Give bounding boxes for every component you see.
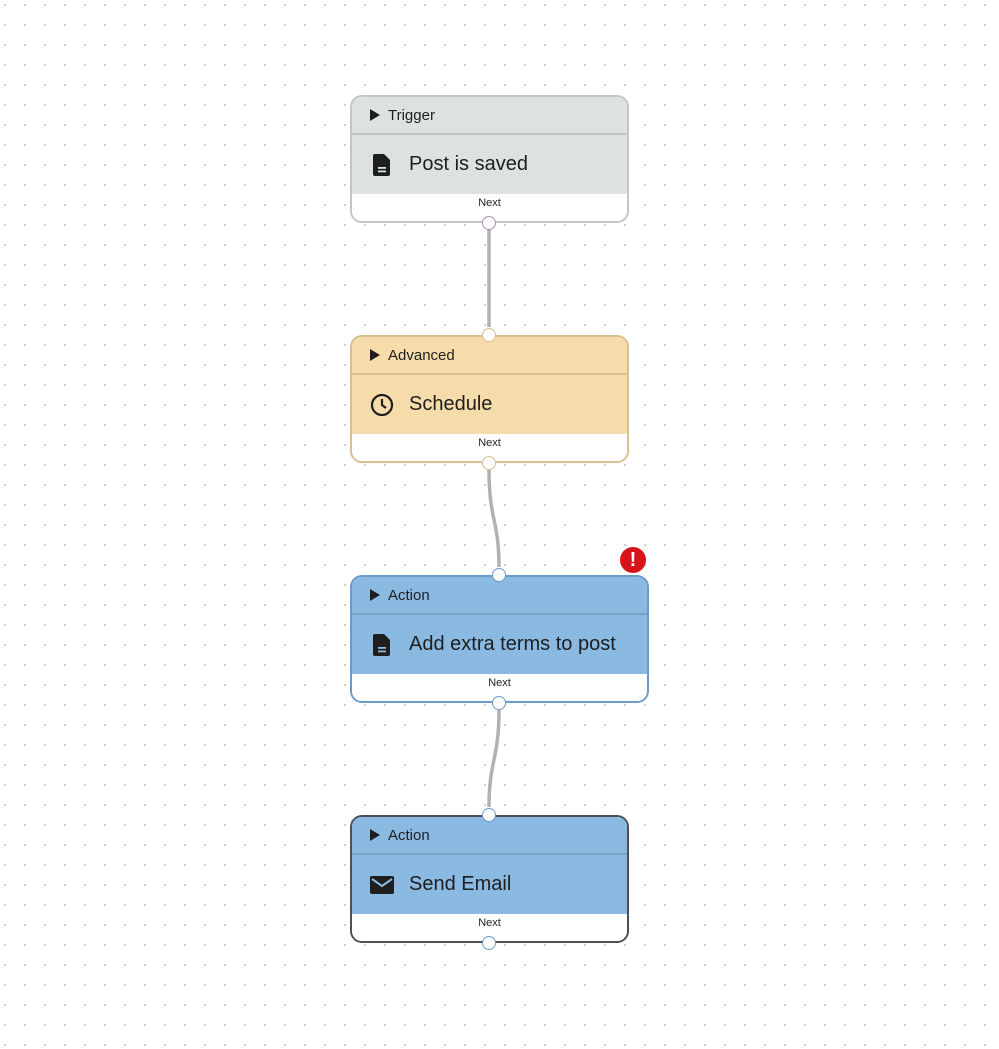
node-title: Add extra terms to post	[409, 633, 616, 655]
expand-triangle-icon[interactable]	[370, 109, 380, 121]
link-schedule-to-action[interactable]	[487, 469, 501, 568]
node-header[interactable]: Action	[352, 817, 627, 855]
document-icon	[370, 153, 394, 177]
expand-triangle-icon[interactable]	[370, 589, 380, 601]
expand-triangle-icon[interactable]	[370, 829, 380, 841]
input-port[interactable]	[492, 568, 506, 582]
node-schedule[interactable]: Advanced Schedule Next	[350, 328, 629, 470]
node-title: Send Email	[409, 873, 512, 895]
node-send-email[interactable]: Action Send Email Next	[350, 808, 629, 950]
output-port[interactable]	[492, 696, 506, 710]
node-add-terms[interactable]: Action Add extra terms to post Next !	[350, 547, 649, 710]
input-port[interactable]	[482, 808, 496, 822]
envelope-icon	[370, 873, 394, 897]
input-port[interactable]	[482, 328, 496, 342]
document-icon	[370, 633, 394, 657]
node-trigger[interactable]: Trigger Post is saved Next	[350, 95, 629, 230]
node-title: Schedule	[409, 393, 493, 415]
node-category: Trigger	[388, 106, 435, 124]
link-action-to-email[interactable]	[487, 709, 501, 808]
node-header[interactable]: Trigger	[352, 97, 627, 135]
clock-icon	[370, 393, 394, 417]
node-category: Action	[388, 586, 430, 604]
output-port[interactable]	[482, 216, 496, 230]
node-title: Post is saved	[409, 153, 528, 175]
output-port[interactable]	[482, 936, 496, 950]
error-badge-icon[interactable]: !	[620, 547, 646, 573]
output-port[interactable]	[482, 456, 496, 470]
expand-triangle-icon[interactable]	[370, 349, 380, 361]
node-category: Advanced	[388, 346, 455, 364]
node-header[interactable]: Advanced	[352, 337, 627, 375]
node-header[interactable]: Action	[352, 577, 647, 615]
node-category: Action	[388, 826, 430, 844]
